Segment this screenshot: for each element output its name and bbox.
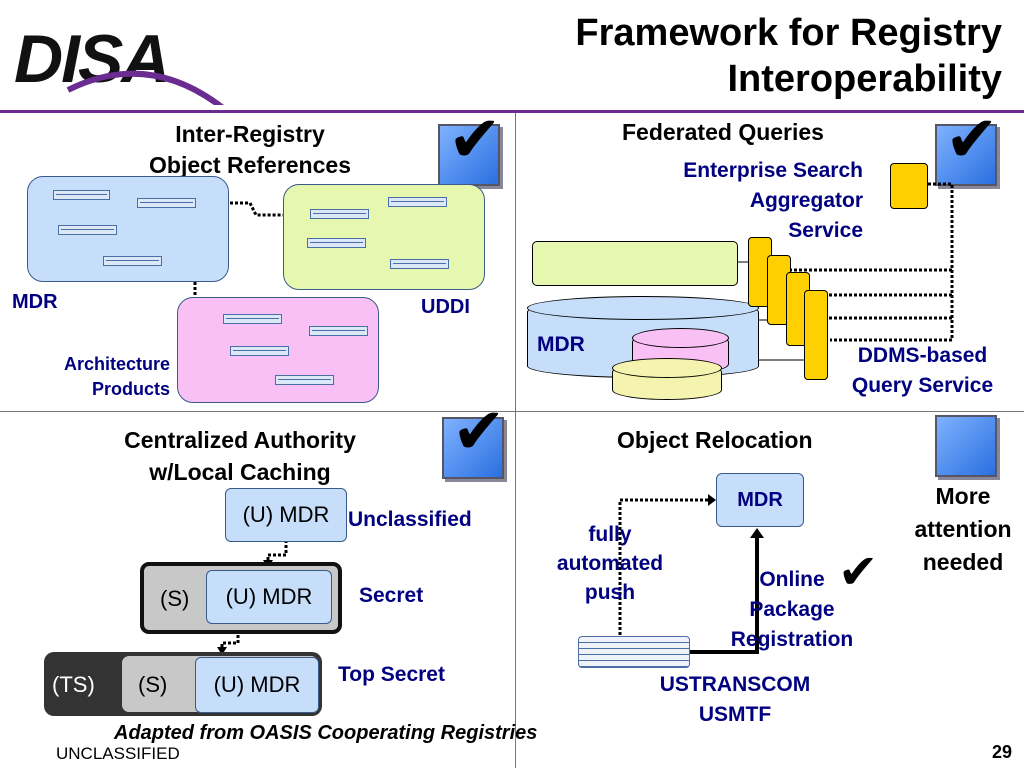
adapted-credit: Adapted from OASIS Cooperating Registrie… [114, 722, 538, 744]
online-registration-label: Online Package Registration [712, 565, 872, 655]
q1-heading-line2: Object References [149, 152, 351, 178]
aggregator-line3: Service [788, 219, 863, 242]
q1-heading-line1: Inter-Registry [175, 121, 325, 147]
uddi-object [310, 209, 369, 219]
label-uddi: UDDI [421, 296, 470, 318]
mdr-object [137, 198, 196, 208]
ddms-line1: DDMS-based [857, 344, 988, 367]
q2-check-mark: ✔ [945, 103, 999, 177]
q3-check-mark: ✔ [452, 395, 506, 469]
aggregator-service-icon [890, 163, 928, 209]
q4-status-square [935, 415, 997, 477]
mdr-db-top [527, 296, 759, 320]
q4-mdr-box: MDR [716, 473, 804, 527]
ddms-query-icon [804, 290, 828, 380]
aggregator-line1: Enterprise Search [683, 159, 863, 182]
push-line3: push [584, 581, 636, 604]
more-line1: More [935, 483, 991, 509]
header-rule [0, 110, 1024, 113]
ddms-label: DDMS-based Query Service [825, 341, 1020, 401]
more-line2: attention [914, 516, 1012, 542]
q3-heading-line2: w/Local Caching [149, 459, 331, 485]
u-mdr-box: (U) MDR [225, 488, 347, 542]
label-arch-line2: Products [91, 379, 170, 399]
secret-label: Secret [359, 584, 424, 607]
q1-check [438, 124, 500, 186]
label-mdr: MDR [12, 291, 58, 313]
logo-swoosh [66, 70, 224, 105]
mdr-object [58, 225, 117, 235]
source-label: USTRANSCOM USMTF [630, 670, 840, 730]
more-line3: needed [922, 549, 1004, 575]
horizontal-divider [0, 411, 1024, 412]
online-line3: Registration [730, 628, 854, 651]
arch-object [230, 346, 289, 356]
uddi-registry-box [283, 184, 485, 290]
q1-heading: Inter-Registry Object References [100, 119, 400, 181]
q1-check-mark: ✔ [448, 103, 502, 177]
source-document [578, 636, 690, 668]
q3-heading: Centralized Authority w/Local Caching [90, 424, 390, 488]
online-line1: Online [759, 568, 825, 591]
push-line1: fully [588, 523, 632, 546]
disa-logo: DISA [8, 10, 228, 105]
q4-heading: Object Relocation [617, 427, 813, 453]
secret-s-label: (S) [160, 586, 190, 611]
q4-check-mark: ✔ [838, 544, 879, 600]
secret-u-mdr: (U) MDR [206, 570, 332, 624]
arch-db-top [632, 328, 729, 348]
source-line2: USMTF [698, 703, 772, 726]
push-line2: automated [556, 552, 664, 575]
page-number: 29 [991, 742, 1012, 762]
arch-object [223, 314, 282, 324]
uddi-object [390, 259, 449, 269]
q2-label-mdr: MDR [537, 333, 585, 356]
arch-object [275, 375, 334, 385]
classification-marking: UNCLASSIFIED [56, 744, 180, 763]
uddi-object [388, 197, 447, 207]
push-label: fully automated push [540, 520, 680, 607]
q3-check [442, 417, 504, 479]
arch-object [309, 326, 368, 336]
top-secret-label: Top Secret [338, 663, 445, 686]
ts-s-label: (S) [138, 672, 168, 697]
aggregator-line2: Aggregator [749, 189, 863, 212]
registry-bar [532, 241, 738, 286]
q2-check [935, 124, 997, 186]
uddi-object [307, 238, 366, 248]
page-title: Framework for Registry Interoperability [382, 10, 1002, 102]
unclassified-label: Unclassified [348, 508, 472, 531]
more-attention-label: More attention needed [902, 480, 1024, 579]
online-line2: Package [749, 598, 835, 621]
ddms-line2: Query Service [851, 374, 994, 397]
q3-heading-line1: Centralized Authority [124, 427, 356, 453]
ts-u-mdr: (U) MDR [195, 657, 319, 713]
title-line2: Interoperability [727, 58, 1003, 100]
q2-heading: Federated Queries [622, 119, 824, 145]
label-architecture-products: Architecture Products [20, 352, 170, 402]
source-line1: USTRANSCOM [659, 673, 811, 696]
uddi-db-top [612, 358, 722, 378]
vertical-divider [515, 113, 516, 768]
top-secret-enclave: (TS) (S) (U) MDR [44, 652, 322, 716]
mdr-object [103, 256, 162, 266]
aggregator-label: Enterprise Search Aggregator Service [600, 156, 863, 246]
title-line1: Framework for Registry [575, 12, 1002, 54]
mdr-object [53, 190, 110, 200]
logo-text: DISA [14, 21, 170, 97]
ts-label: (TS) [52, 672, 95, 697]
secret-enclave: (S) (U) MDR [140, 562, 342, 634]
label-arch-line1: Architecture [63, 354, 170, 374]
